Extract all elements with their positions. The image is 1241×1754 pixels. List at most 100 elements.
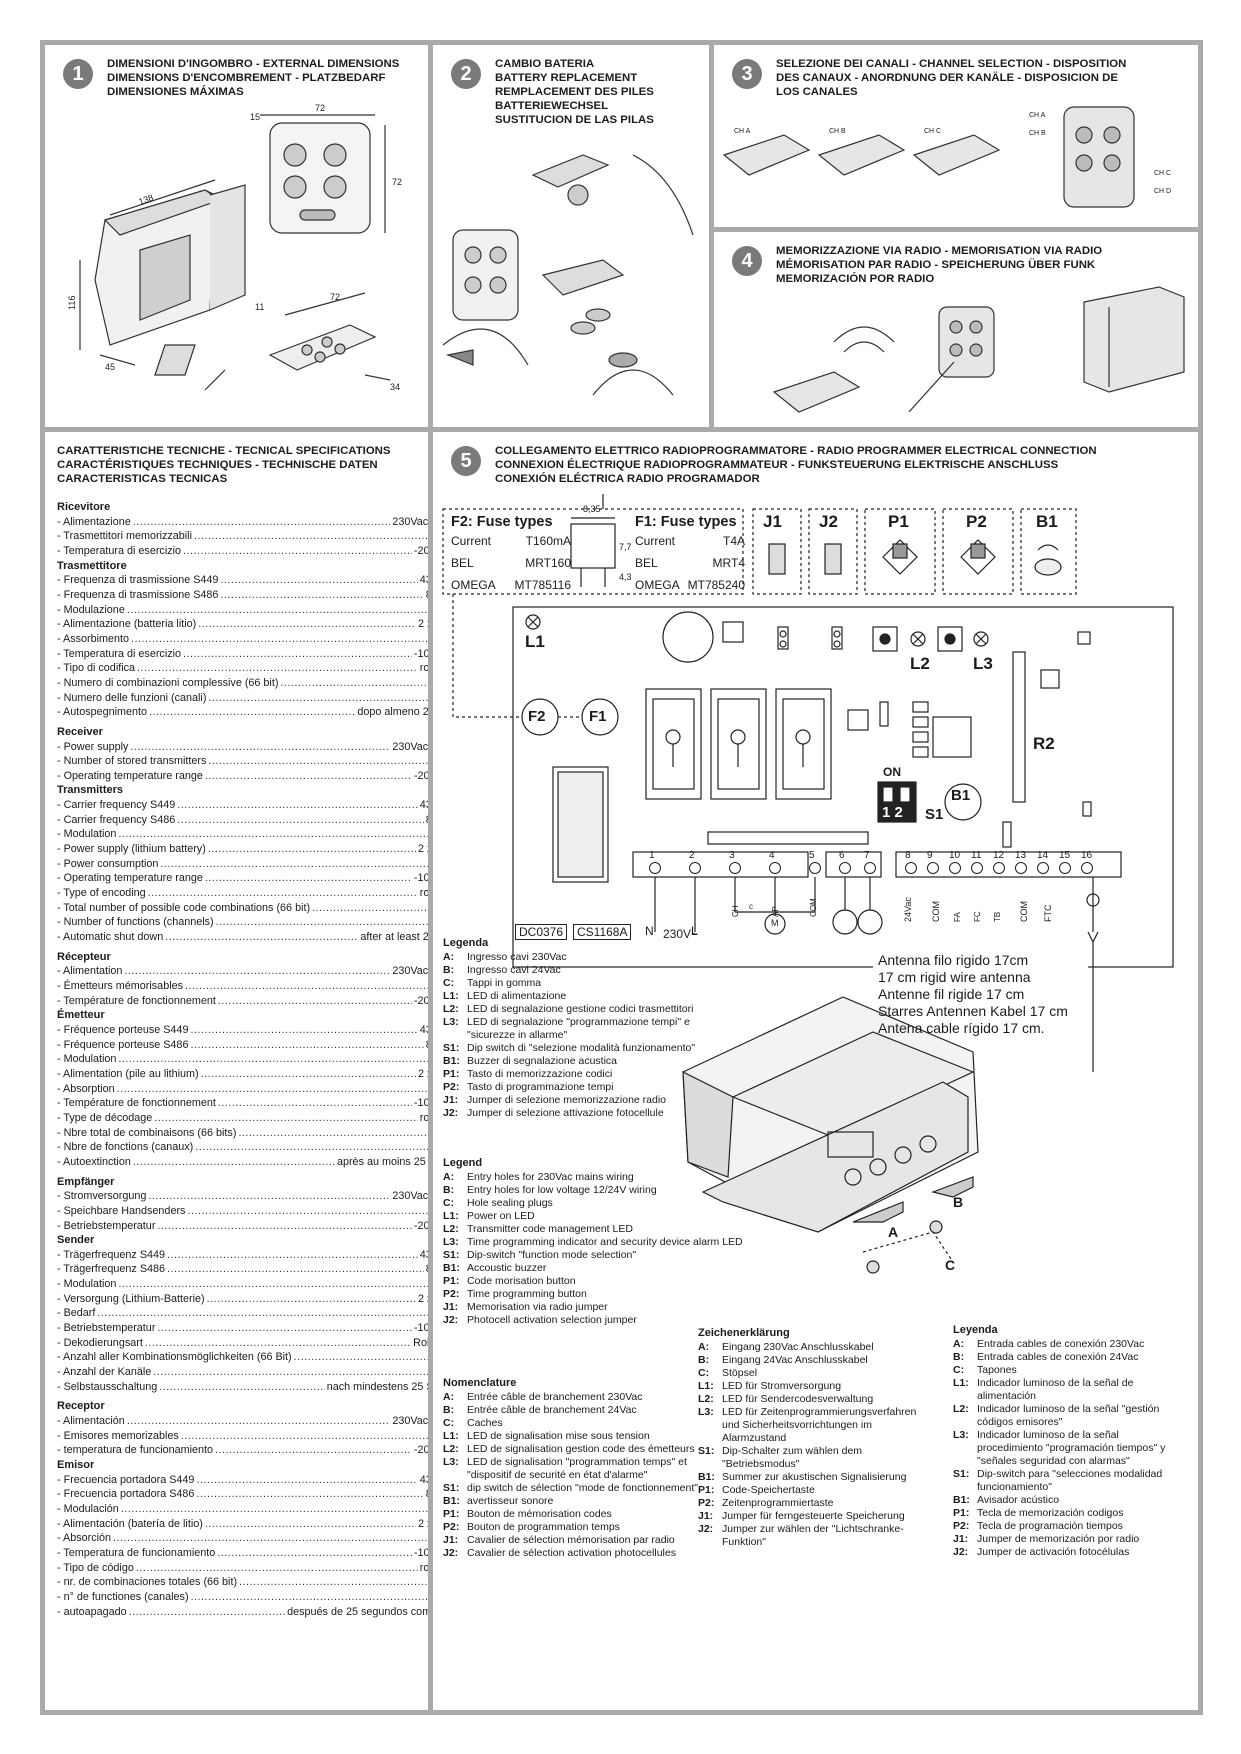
dimensions-illustration: 138 116 45 15 72 72 11 72 34 [67,103,402,392]
legend-text: Buzzer di segnalazione acustica [467,1055,618,1067]
wiring-diagram [442,494,1174,1274]
spec-leader [160,857,428,872]
legend-text: Indicador luminoso de la señal procedimi… [977,1429,1166,1467]
legend-key: S1: [698,1445,715,1457]
spec-leader [127,603,428,618]
legend-item: C:Tapones [953,1364,1178,1377]
board-on: ON [883,765,901,779]
spec-leader [117,1082,428,1097]
spec-leader [167,1248,418,1263]
board-code-1: DC0376 [515,924,568,940]
terminal-label: COM [809,898,818,917]
spec-leader [218,994,412,1009]
spec-leader [181,1429,428,1444]
spec-value: -10°…+55°C [413,1322,428,1335]
legend-text: Dip-Schalter zum wählen dem "Betriebsmod… [722,1445,863,1470]
spec-leader [165,930,358,945]
legend-key: C: [953,1364,965,1376]
terminal-screw [1015,862,1027,874]
spec-label: - Emisores memorizables [57,1429,179,1442]
terminal-screw [927,862,939,874]
panel-radio-memorisation: 4 MEMORIZZAZIONE VIA RADIO - MEMORISATIO… [714,232,1198,427]
legend-item: C:Stöpsel [698,1367,918,1380]
spec-label: - Autoextinction [57,1155,131,1168]
terminal-number: 1 [649,850,655,861]
legend-item: J2:Jumper de activación fotocélulas [953,1546,1178,1559]
spec-row: - nr. de combinaciones totales (66 bit)2… [57,1575,428,1590]
legend-key: P1: [443,1508,460,1520]
spec-leader [294,1350,428,1365]
spec-row: - autoapagadodespués de 25 segundos como… [57,1605,428,1620]
legend-text: Code-Speichertaste [722,1484,815,1496]
legend-text: Dip switch di "selezione modalità funzio… [467,1042,696,1054]
spec-row: - Power supply230Vac, 50-60Hz [57,740,428,755]
fuse-dim-pin: 4,3 [619,572,632,582]
spec-row: - Trägerfrequenz S449433,92MHz [57,1248,428,1263]
spec-leader [145,1336,411,1351]
spec-leader [208,842,416,857]
legend-item: A:Eingang 230Vac Anschlusskabel [698,1341,918,1354]
page-frame: 1 DIMENSIONI D'INGOMBRO - EXTERNAL DIMEN… [40,40,1203,1715]
spec-leader [183,647,412,662]
legend-item: J1:Cavalier de sélection mémorisation pa… [443,1534,698,1547]
legend-key: J1: [698,1510,714,1522]
legend-text: Entrada cables de conexión 24Vac [977,1351,1139,1363]
legend-text: Time programming indicator and security … [467,1236,743,1248]
panel-dimensions: 1 DIMENSIONI D'INGOMBRO - EXTERNAL DIMEN… [45,45,428,427]
terminal-number: 10 [949,850,961,861]
spec-leader [195,1140,428,1155]
legend-text: Indicador luminoso de la señal de alimen… [977,1377,1134,1402]
legend-item: P1:Code morisation button [443,1275,743,1288]
spec-leader [196,1473,417,1488]
terminal-screw [949,862,961,874]
spec-row: - Nbre de fonctions (canaux)4 [57,1140,428,1155]
spec-leader [190,1038,423,1053]
dim-116: 116 [67,296,77,310]
legend-key: L2: [443,1443,459,1455]
fuse-row-label: Current [635,534,676,548]
spec-row: - Speichbare Handsenders20 [57,1204,428,1219]
spec-section-heading: Récepteur [57,950,111,963]
legend-item: L3:LED für Zeitenprogrammierungsverfahre… [698,1406,918,1445]
spec-label: - Carrier frequency S486 [57,813,176,826]
spec-row: - Automatic shut downafter at least 25 s… [57,930,428,945]
legend-item: S1:dip switch de sélection "mode de fonc… [443,1482,698,1495]
legend-key: P1: [443,1068,460,1080]
spec-value: dopo almeno 25 secondi [357,706,428,719]
spec-label: - Numero di combinazioni complessive (66… [57,676,279,689]
terminal-number: 5 [809,850,815,861]
fuse-row-value: MT785240 [687,578,745,592]
terminal-screw [809,862,821,874]
legend-item: J1:Jumper di selezione memorizzazione ra… [443,1094,703,1107]
panel-specifications: CARATTERISTICHE TECNICHE - TECNICAL SPEC… [45,432,428,1710]
legend-item: L3:Time programming indicator and securi… [443,1236,743,1249]
legend-item: C:Caches [443,1417,698,1430]
spec-label: - Frequenza di trasmissione S449 [57,574,219,587]
spec-leader [216,915,428,930]
spec-label: - Temperatura di esercizio [57,544,182,557]
spec-label: - Frequenza di trasmissione S486 [57,588,219,601]
terminal-label: TB [993,911,1002,922]
board-r2: R2 [1033,734,1055,753]
panel-electrical-connection: 5 COLLEGAMENTO ELETTRICO RADIOPROGRAMMAT… [433,432,1198,1710]
spec-label: - Trägerfrequenz S486 [57,1263,166,1276]
spec-value: 868,3MHz [426,1038,428,1053]
legend-key: L1: [443,1430,459,1442]
legend-key: J2: [443,1547,459,1559]
terminal-screw [1059,862,1071,874]
legend-key: L1: [443,1210,459,1222]
dim-11: 11 [255,302,264,312]
spec-label: - Alimentación [57,1415,125,1428]
legend-text: LED für Sendercodesverwaltung [722,1393,874,1405]
legend-item: J2:Photocell activation selection jumper [443,1314,743,1327]
legend-title: Legenda [443,937,489,949]
legend-key: P2: [698,1497,715,1509]
legend-key: C: [443,1197,455,1209]
legend-item: S1:Dip-switch "function mode selection" [443,1249,743,1262]
spec-label: - Selbstausschaltung [57,1380,158,1393]
